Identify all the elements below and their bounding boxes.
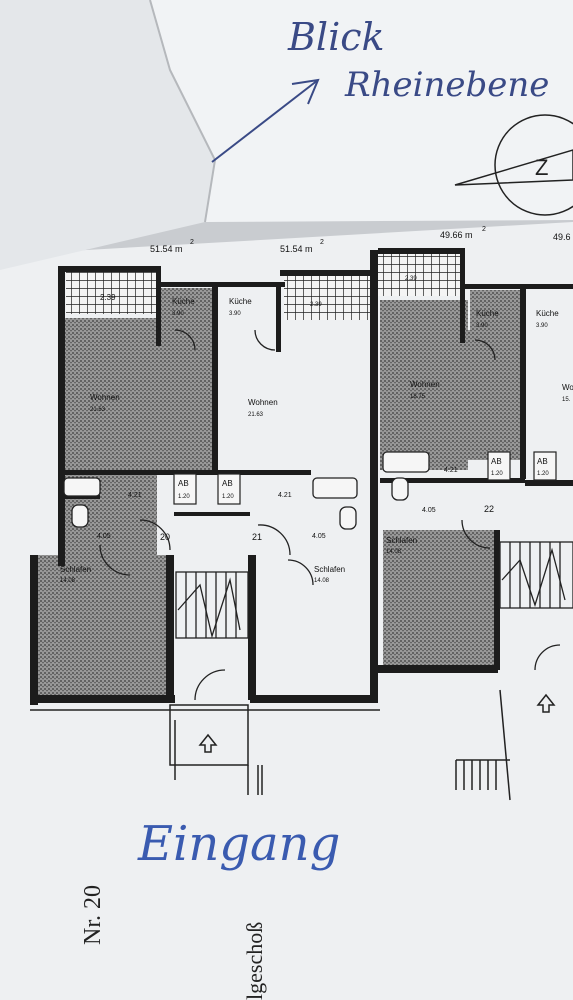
unit-22-kueche-area: 3.90 bbox=[476, 323, 488, 329]
unit-21-kueche-area: 3.90 bbox=[229, 311, 241, 317]
unit-22-bath-tiles bbox=[378, 252, 460, 296]
unit-21-ab-label: AB bbox=[222, 479, 233, 488]
unit-22-kueche-room bbox=[470, 290, 525, 348]
unit-21-wohnen-label: Wohnen bbox=[248, 398, 278, 407]
unit-22-ab-area: 1.20 bbox=[491, 471, 503, 477]
door-swing bbox=[254, 329, 276, 351]
unit-22-number: 22 bbox=[484, 504, 494, 514]
unit-23-ab-label: AB bbox=[537, 457, 548, 466]
unit-22-ab-box bbox=[487, 451, 511, 481]
entrance-arrow-icon bbox=[30, 689, 556, 801]
north-compass-icon: Z bbox=[454, 114, 573, 216]
unit-23-kueche-label: Küche bbox=[536, 309, 559, 318]
unit-20-kueche-room bbox=[160, 288, 215, 348]
unit-22-schlafen-area: 14.08 bbox=[386, 549, 402, 555]
unit-22-ab-label: AB bbox=[491, 457, 502, 466]
unit-23-wohnen-label: Wo bbox=[562, 383, 573, 392]
unit-20-kueche-area: 3.90 bbox=[172, 311, 184, 317]
unit-22-schlafen-label: Schlafen bbox=[386, 536, 417, 545]
unit-21-kueche-label: Küche bbox=[229, 297, 252, 306]
unit-21-wc-area: 4.05 bbox=[312, 533, 326, 540]
door-swing bbox=[474, 339, 496, 361]
toilet bbox=[339, 506, 357, 530]
view-direction-arrow-icon bbox=[211, 78, 320, 163]
unit-23-ab-area: 1.20 bbox=[537, 471, 549, 477]
unit-21-bath-tiles bbox=[284, 276, 370, 320]
unit-21-ab-box bbox=[217, 473, 241, 505]
unit-20-wohnen-label: Wohnen bbox=[90, 393, 120, 402]
floor-plan: 2.39 Küche 3.90 Wohnen 21.63 4.21 AB 1.2… bbox=[30, 248, 573, 801]
bathtub bbox=[382, 451, 430, 473]
unit-22-kueche-label: Küche bbox=[476, 309, 499, 318]
unit-20-schlafen-room bbox=[38, 555, 166, 695]
unit-23-ab-box bbox=[533, 451, 557, 481]
entry-door-swing bbox=[534, 644, 561, 671]
unit-23-wohnen-area: 15. bbox=[562, 397, 571, 403]
unit-22-hall-area: 4.21 bbox=[444, 467, 458, 474]
floor-name-label: lgeschoß bbox=[242, 922, 267, 1000]
unit-22-schlafen-room bbox=[383, 530, 495, 665]
sq-sup-3: 2 bbox=[482, 226, 486, 233]
unit-20-kueche-label: Küche bbox=[172, 297, 195, 306]
unit-20-bath-area: 2.39 bbox=[100, 293, 116, 302]
rheinebene-annotation: Rheinebene bbox=[344, 65, 549, 105]
door-swing bbox=[174, 329, 196, 351]
unit-23-kueche-area: 3.90 bbox=[536, 323, 548, 329]
unit-20-schlafen-label: Schlafen bbox=[60, 565, 91, 574]
door-swing bbox=[287, 559, 314, 586]
building-number-label: Nr. 20 bbox=[80, 885, 106, 945]
unit-21-wohnen-area: 21.63 bbox=[248, 412, 264, 418]
unit-22-wohnen-label: Wohnen bbox=[410, 380, 440, 389]
toilet bbox=[71, 504, 89, 528]
unit-20-wohnen-area: 21.63 bbox=[90, 407, 106, 413]
unit-21-schlafen-area: 14.08 bbox=[314, 578, 330, 584]
paper-sheet-upper bbox=[0, 0, 215, 270]
door-swing bbox=[99, 544, 131, 576]
eingang-annotation: Eingang bbox=[137, 816, 340, 872]
unit-21-bath-area: 2.39 bbox=[310, 302, 322, 308]
staircase-right bbox=[499, 541, 573, 609]
unit-21-number: 21 bbox=[252, 532, 262, 542]
unit-22-bath-area: 2.39 bbox=[405, 276, 417, 282]
unit-23-area: 49.6 bbox=[553, 232, 571, 242]
unit-20-area: 51.54 m bbox=[150, 244, 183, 254]
blick-annotation: Blick bbox=[287, 15, 385, 59]
unit-21-hall-area: 4.21 bbox=[278, 492, 292, 499]
unit-20-number: 20 bbox=[160, 532, 170, 542]
sq-sup-2: 2 bbox=[320, 239, 324, 246]
unit-21-schlafen-label: Schlafen bbox=[314, 565, 345, 574]
unit-20-wc-area: 4.05 bbox=[97, 533, 111, 540]
unit-22-wc-area: 4.05 bbox=[422, 507, 436, 514]
door-swing bbox=[461, 519, 491, 549]
unit-21-ab-area: 1.20 bbox=[222, 494, 234, 500]
entry-door-swing bbox=[194, 669, 226, 701]
unit-20-ab-area: 1.20 bbox=[178, 494, 190, 500]
bathtub bbox=[63, 477, 101, 497]
unit-22-area: 49.66 m bbox=[440, 230, 473, 240]
staircase-left bbox=[175, 571, 249, 639]
unit-20-hall-area: 4.21 bbox=[128, 492, 142, 499]
compass-letter: Z bbox=[535, 155, 548, 180]
unit-20-ab-box bbox=[173, 473, 197, 505]
unit-22-wohnen-area: 18.75 bbox=[410, 394, 426, 400]
unit-20-ab-label: AB bbox=[178, 479, 189, 488]
toilet bbox=[391, 477, 409, 501]
door-swing bbox=[257, 524, 291, 556]
unit-20-schlafen-area: 14.08 bbox=[60, 578, 76, 584]
unit-20-bath-tiles bbox=[66, 270, 156, 314]
unit-21-area: 51.54 m bbox=[280, 244, 313, 254]
door-swing bbox=[139, 519, 171, 551]
bathtub bbox=[312, 477, 358, 499]
sq-sup-1: 2 bbox=[190, 239, 194, 246]
